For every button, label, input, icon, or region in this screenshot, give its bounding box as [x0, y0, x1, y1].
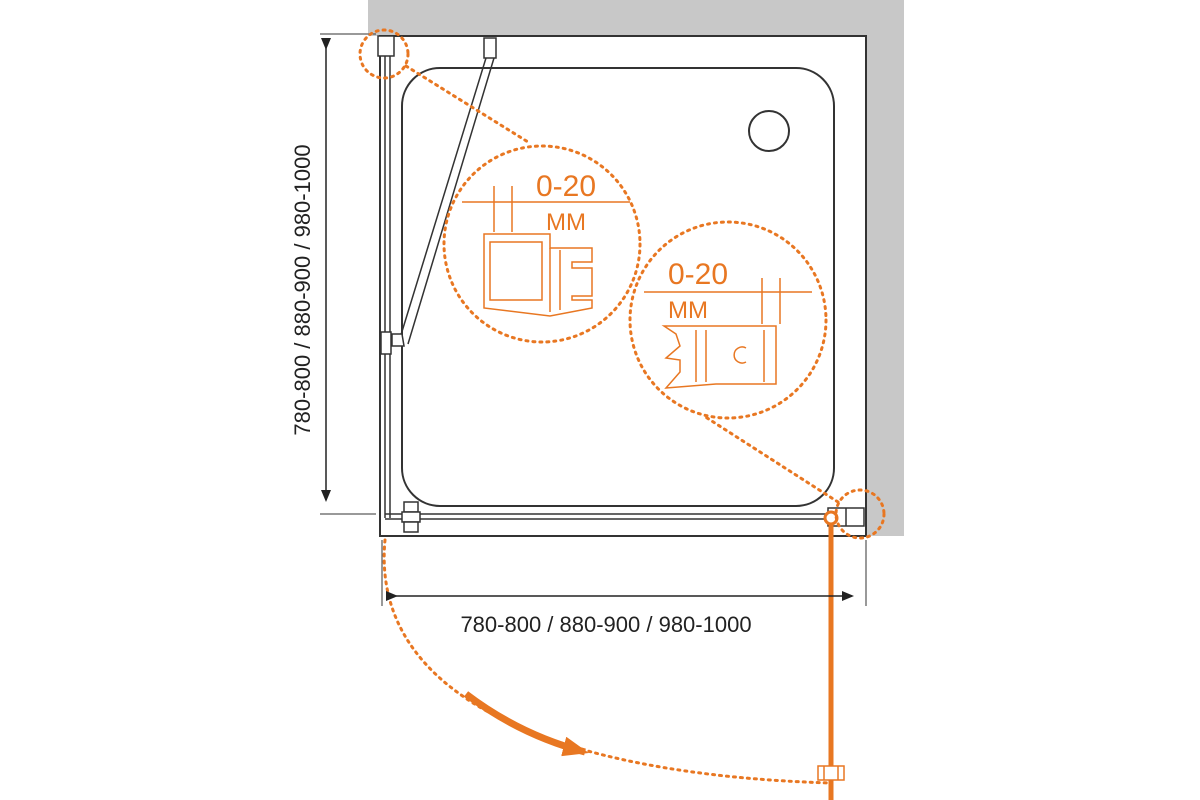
lower-detail-range: 0-20: [668, 258, 728, 291]
width-dimension-label: 780-800 / 880-900 / 980-1000: [460, 612, 751, 637]
lower-detail-unit: MM: [668, 297, 708, 324]
profile-detail-upper: 0-20 MM: [442, 144, 642, 344]
handle-icon: [401, 501, 421, 533]
profile-detail-lower: 0-20 MM: [628, 220, 828, 420]
depth-dimension-label: 780-800 / 880-900 / 980-1000: [290, 144, 315, 435]
upper-detail-unit: MM: [546, 209, 586, 236]
swing-direction-arrow: [463, 691, 589, 757]
drain-icon: [748, 110, 790, 152]
upper-detail-range: 0-20: [536, 170, 596, 203]
bottom-rail: [385, 513, 830, 520]
door-swing-arc: [382, 538, 833, 785]
handle-open-icon: [817, 765, 845, 781]
callout-leaders: [358, 28, 886, 540]
open-door-panel: [817, 510, 845, 800]
wall: [368, 0, 904, 536]
depth-dimension: 780-800 / 880-900 / 980-1000: [290, 33, 376, 515]
width-dimension: 780-800 / 880-900 / 980-1000: [381, 540, 867, 637]
stabilizer-bar: [391, 37, 497, 347]
wall-profile-left: [377, 35, 395, 518]
